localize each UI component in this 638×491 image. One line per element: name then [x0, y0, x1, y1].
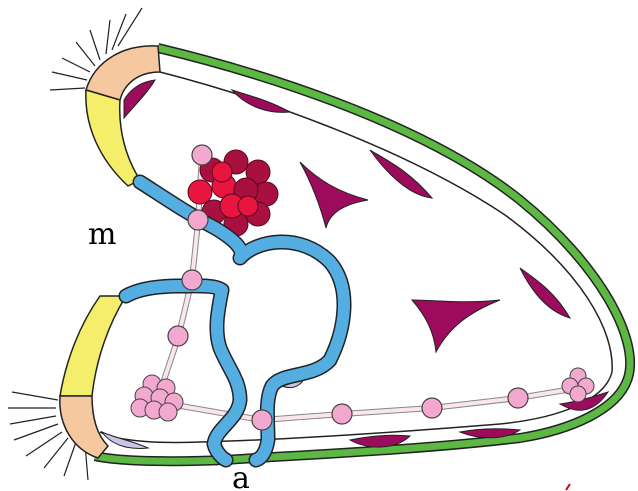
bead-cluster-right: [562, 368, 594, 402]
upper-collar: [86, 46, 160, 186]
bead-cluster-left: [131, 375, 183, 421]
stray-mark: [566, 484, 570, 490]
inner-wall: [100, 72, 612, 443]
label-a: a: [232, 461, 250, 491]
lower-collar: [60, 296, 126, 458]
label-m: m: [88, 217, 116, 252]
